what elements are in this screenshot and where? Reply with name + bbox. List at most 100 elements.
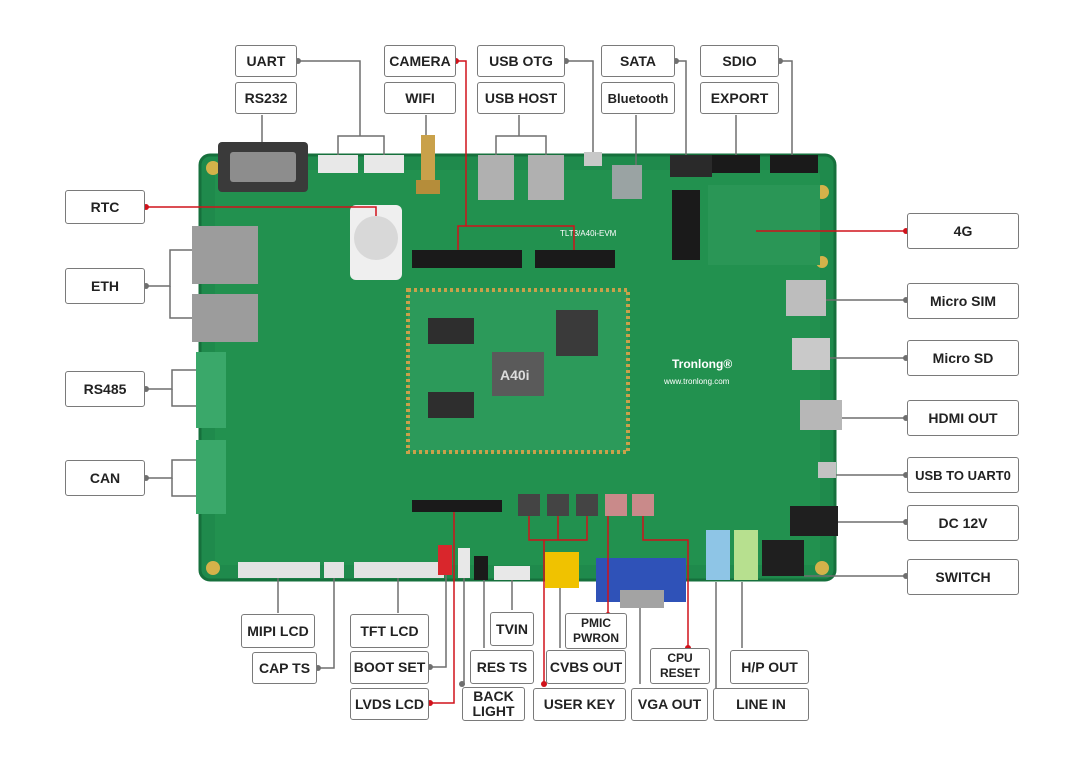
emmc-chip: [556, 310, 598, 356]
label-bluetooth: Bluetooth: [601, 82, 675, 114]
boot-set-switch: [438, 545, 452, 575]
label-wifi: WIFI: [384, 82, 456, 114]
label-hdmi-out: HDMI OUT: [907, 400, 1019, 436]
label-pmic-pwron: PMIC PWRON: [565, 613, 627, 649]
wifi-header: [535, 250, 615, 268]
label-tvin: TVIN: [490, 612, 534, 646]
leader-dot: [459, 681, 465, 687]
tft-lcd-connector: [354, 562, 444, 578]
label-micro-sd: Micro SD: [907, 340, 1019, 376]
board-website-text: www.tronlong.com: [663, 377, 730, 386]
label-user-key: USER KEY: [533, 688, 626, 721]
camera-header: [412, 250, 522, 268]
hp-out-jack: [734, 530, 758, 580]
leader-rs485-split: [171, 389, 196, 407]
usb-uart-port: [818, 462, 836, 478]
uart-header: [318, 155, 358, 173]
label-cvbs-out: CVBS OUT: [546, 650, 626, 684]
rs485-terminal: [196, 352, 226, 428]
label-usb-otg: USB OTG: [477, 45, 565, 77]
usb-otg-port: [584, 152, 602, 166]
leader-usb-host-split: [495, 135, 547, 155]
label-export: EXPORT: [700, 82, 779, 114]
vga-connector-shell: [620, 590, 664, 608]
ram-chip: [428, 318, 474, 344]
cvbs-jack: [545, 552, 579, 588]
label-usb-to-uart0: USB TO UART0: [907, 457, 1019, 493]
line-in-jack: [706, 530, 730, 580]
label-switch: SWITCH: [907, 559, 1019, 595]
export-header: [712, 155, 760, 173]
wifi-antenna: [421, 135, 435, 190]
label-line-in: LINE IN: [713, 688, 809, 721]
4g-slot: [672, 190, 700, 260]
lvds-header: [412, 500, 502, 512]
leader-lines-red: [146, 60, 906, 704]
mipi-lcd-connector: [238, 562, 320, 578]
label-can: CAN: [65, 460, 145, 496]
micro-sd-slot: [792, 338, 830, 370]
leader-rs485: [146, 369, 196, 390]
leader-dot: [541, 681, 547, 687]
label-micro-sim: Micro SIM: [907, 283, 1019, 319]
label-rs232: RS232: [235, 82, 297, 114]
label-boot-set: BOOT SET: [350, 651, 429, 684]
label-hp-out: H/P OUT: [730, 650, 809, 684]
chip-text: A40i: [500, 367, 530, 383]
leader-uart: [298, 60, 361, 136]
label-uart: UART: [235, 45, 297, 77]
user-key: [518, 494, 540, 516]
eth-jack: [192, 294, 258, 342]
mounting-hole: [815, 561, 829, 575]
label-vga-out: VGA OUT: [631, 688, 708, 721]
tvin-header: [494, 566, 530, 580]
leader-sdio: [780, 60, 793, 155]
hdmi-port: [800, 400, 842, 430]
res-ts-header: [474, 556, 488, 580]
pmic-pwron-button: [605, 494, 627, 516]
leader-sata: [676, 60, 687, 155]
usb-host-port: [478, 155, 514, 200]
bluetooth-module: [612, 165, 642, 199]
label-dc-12v: DC 12V: [907, 505, 1019, 541]
leader-uart-split: [337, 135, 385, 155]
label-sdio: SDIO: [700, 45, 779, 77]
label-tft-lcd: TFT LCD: [350, 614, 429, 648]
cpu-reset-button: [632, 494, 654, 516]
board-model-text: TLT3/A40i-EVM: [560, 229, 617, 238]
ram-chip: [428, 392, 474, 418]
leader-backlight: [462, 578, 465, 685]
label-cpu-reset: CPU RESET: [650, 648, 710, 684]
power-switch: [762, 540, 804, 576]
board-brand-text: Tronlong®: [672, 357, 732, 371]
label-4g: 4G: [907, 213, 1019, 249]
label-sata: SATA: [601, 45, 675, 77]
dc-jack: [790, 506, 838, 536]
cap-ts-connector: [324, 562, 344, 578]
can-terminal: [196, 440, 226, 514]
label-camera: CAMERA: [384, 45, 456, 77]
leader-can-split: [171, 478, 196, 497]
leader-lvds: [430, 512, 455, 704]
4g-area: [708, 185, 820, 265]
sata-connector: [670, 155, 712, 177]
rs232-connector-face: [230, 152, 296, 182]
leader-camera-split: [466, 225, 575, 250]
user-key: [576, 494, 598, 516]
label-eth: ETH: [65, 268, 145, 304]
label-back-light: BACK LIGHT: [462, 687, 525, 721]
user-key: [547, 494, 569, 516]
wifi-antenna-base: [416, 180, 440, 194]
uart-header: [364, 155, 404, 173]
leader-eth-split: [169, 286, 192, 319]
label-res-ts: RES TS: [470, 650, 534, 684]
usb-host-port: [528, 155, 564, 200]
rtc-battery: [354, 216, 398, 260]
sdio-header: [770, 155, 818, 173]
label-usb-host: USB HOST: [477, 82, 565, 114]
backlight-header: [458, 548, 470, 578]
leader-boot: [430, 575, 447, 668]
label-mipi-lcd: MIPI LCD: [241, 614, 315, 648]
